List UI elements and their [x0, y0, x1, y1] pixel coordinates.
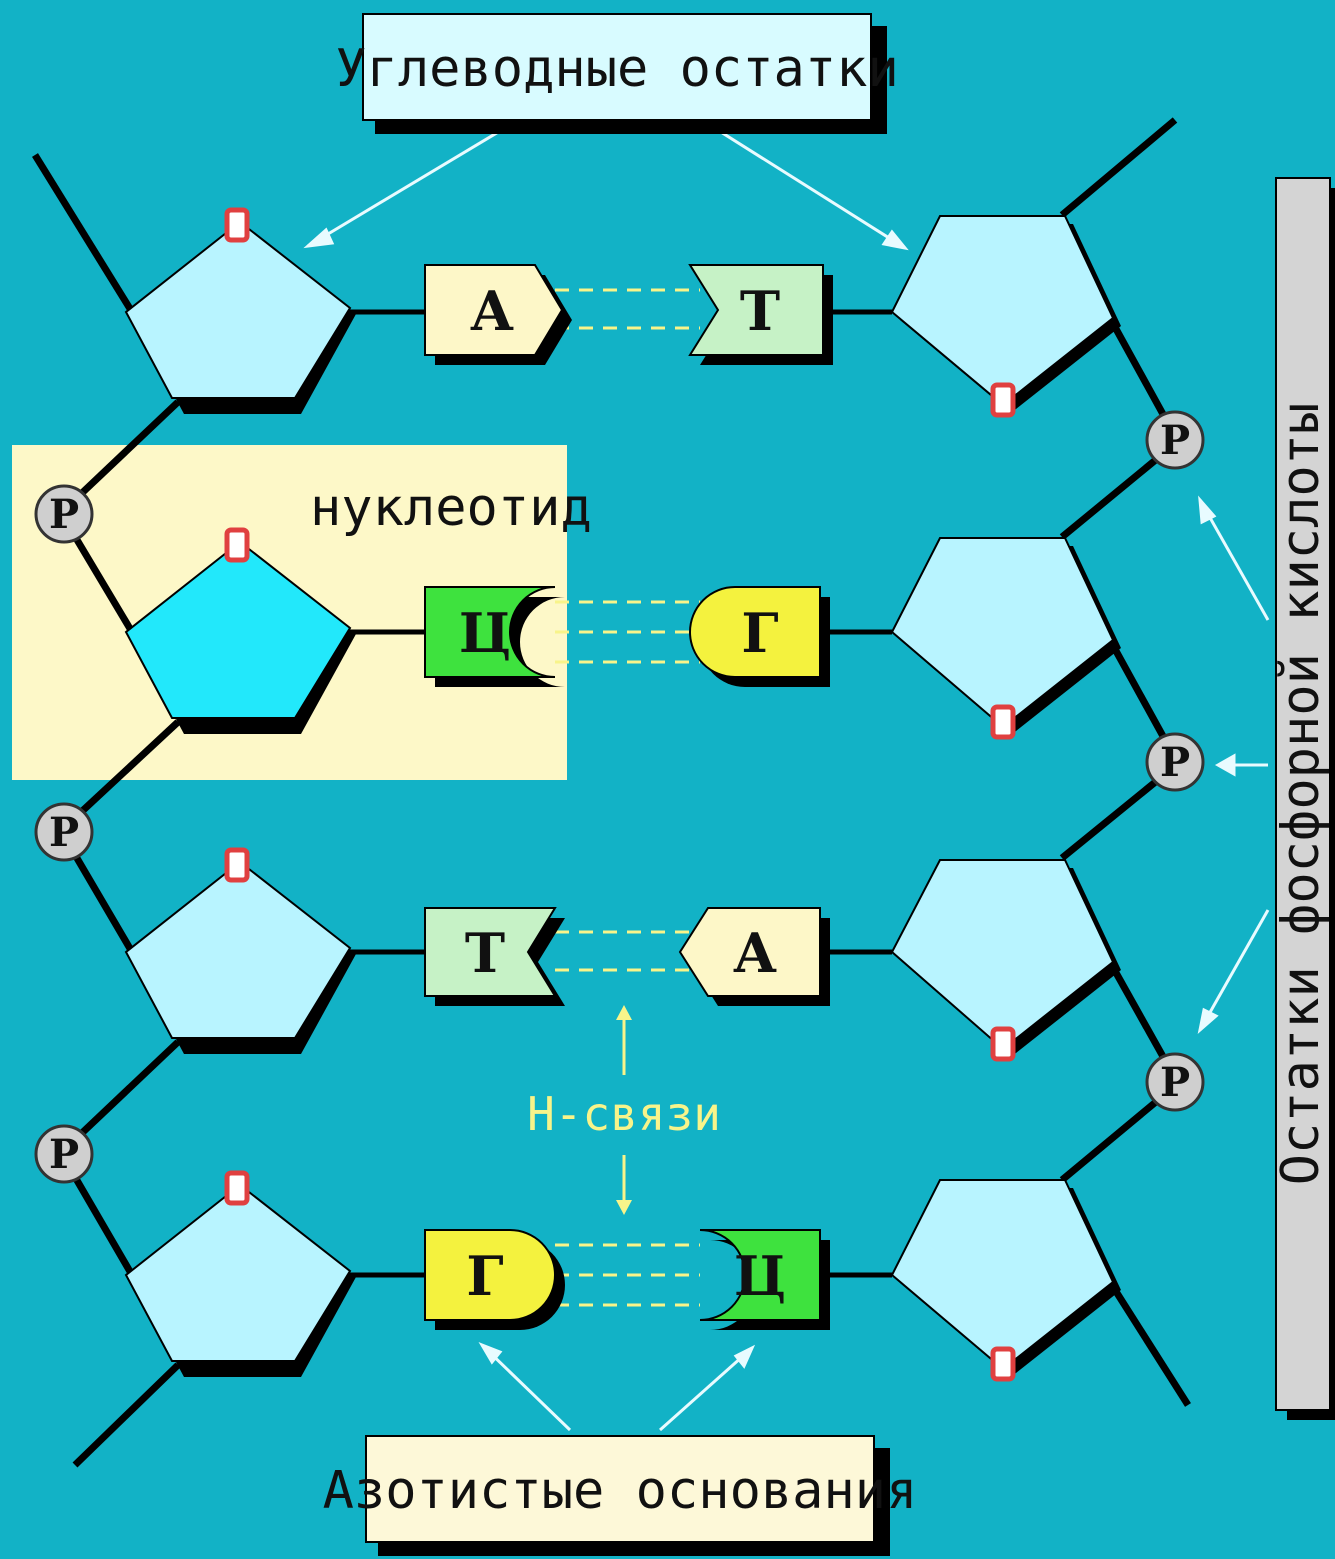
oxygen-marker: [224, 527, 250, 563]
nitrogenous-bases-box: Азотистые основания: [323, 1435, 918, 1556]
sugar-left-2: [124, 527, 356, 734]
base-label: А: [733, 921, 777, 985]
glycosidic-links: [350, 309, 892, 1278]
base-cytosine: [699, 1229, 821, 1321]
base-label: Г: [466, 1244, 503, 1308]
sugar-right-1: [890, 215, 1121, 418]
left-sugars: [124, 207, 356, 1377]
base-label: Т: [740, 279, 780, 343]
annotation-arrows: [303, 120, 1270, 1432]
h-bonds-label: Н-связи: [527, 1087, 721, 1141]
oxygen-marker: [224, 207, 250, 243]
base-guanine: [689, 586, 821, 678]
nucleotide-label: нуклеотид: [310, 478, 592, 538]
phosphate-right-1: P: [1145, 410, 1205, 470]
sugar-left-1: [124, 207, 356, 414]
svg-text:P: P: [49, 491, 79, 538]
sugar-left-3: [124, 847, 356, 1054]
base-cytosine: [424, 586, 556, 678]
base-label: Г: [741, 601, 778, 665]
base-adenine: [678, 907, 821, 997]
phosphate-left-2: P: [34, 802, 94, 862]
sugar-left-4: [124, 1170, 356, 1377]
phosphate-left-1: P: [34, 484, 94, 544]
sugar-right-4: [890, 1179, 1121, 1382]
base-pair-4: Г Ц: [424, 1229, 830, 1330]
oxygen-marker: [990, 1346, 1016, 1382]
svg-text:P: P: [49, 809, 79, 856]
base-pair-2: Ц Г: [424, 586, 830, 687]
carbohydrate-residues-box: Углеводные остатки: [335, 13, 899, 134]
svg-text:P: P: [1160, 739, 1190, 786]
base-label: Ц: [459, 601, 511, 665]
bases: А Т Ц Г Т А Г Ц: [424, 264, 833, 1330]
phosphate-right-3: P: [1145, 1052, 1205, 1112]
svg-text:P: P: [1160, 1059, 1190, 1106]
phosphate-right-2: P: [1145, 732, 1205, 792]
oxygen-marker: [224, 1170, 250, 1206]
oxygen-marker: [990, 1026, 1016, 1062]
base-guanine: [424, 1229, 556, 1321]
phosphates: P P P P P P: [34, 410, 1205, 1184]
sugar-right-2: [890, 537, 1121, 740]
base-adenine: [424, 264, 564, 356]
h-bonds-annotation: Н-связи: [527, 1005, 721, 1215]
carbohydrate-residues-label: Углеводные остатки: [335, 39, 899, 99]
svg-text:P: P: [49, 1131, 79, 1178]
base-pair-3: Т А: [424, 907, 830, 1006]
base-label: Ц: [734, 1244, 786, 1308]
phosphoric-acid-residues-label: Остатки фосфорной кислоты: [1271, 403, 1331, 1186]
phosphate-left-3: P: [34, 1124, 94, 1184]
nitrogenous-bases-label: Азотистые основания: [323, 1461, 918, 1521]
oxygen-marker: [990, 704, 1016, 740]
base-thymine: [424, 907, 557, 997]
phosphoric-acid-residues-box: Остатки фосфорной кислоты: [1271, 177, 1335, 1420]
sugar-right-3: [890, 859, 1121, 1062]
base-label: А: [470, 279, 514, 343]
oxygen-marker: [990, 382, 1016, 418]
oxygen-marker: [224, 847, 250, 883]
right-sugars: [890, 215, 1121, 1382]
base-thymine: [688, 264, 824, 356]
base-pair-1: А Т: [424, 264, 833, 365]
hydrogen-bonds: [555, 288, 700, 1307]
svg-text:P: P: [1160, 417, 1190, 464]
base-label: Т: [465, 921, 505, 985]
